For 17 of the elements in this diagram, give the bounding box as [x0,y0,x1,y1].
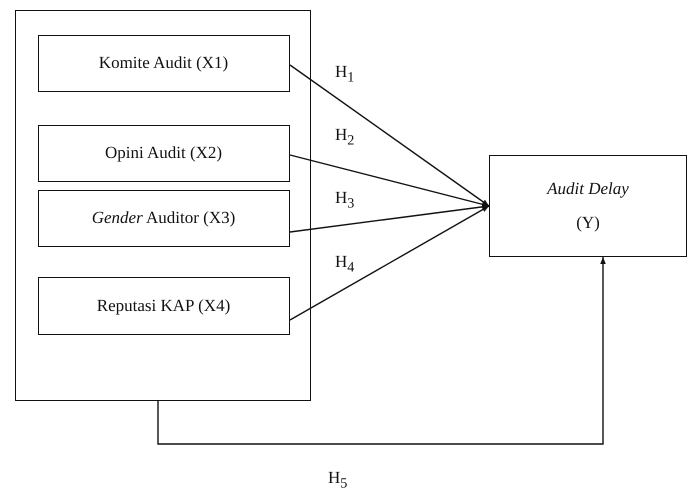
node-text: Reputasi KAP (X4) [96,296,230,316]
arrow [290,154,490,207]
group-box [15,10,311,401]
outcome-box [489,155,687,257]
variable-box [38,34,290,92]
arrow [290,204,490,233]
variable-box [38,276,290,334]
node-text: Gender Auditor (X3) [92,208,236,228]
node-text: Audit Delay [547,179,629,199]
arrow [157,257,606,445]
arrow [290,64,490,207]
node-text: (Y) [576,213,600,233]
node-text: Opini Audit (X2) [104,143,222,163]
arrow [290,205,490,321]
variable-box [38,124,290,182]
variable-box [38,190,290,246]
node-text: Komite Audit (X1) [98,53,228,73]
